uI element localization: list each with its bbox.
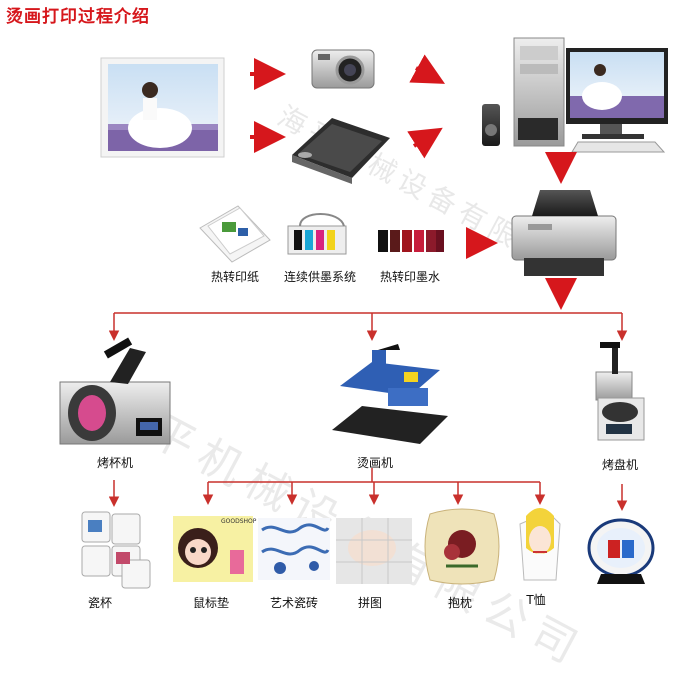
plate-press-icon	[595, 342, 645, 441]
label-tshirt: T恤	[526, 593, 546, 607]
flow-arrows	[250, 54, 577, 310]
tshirt-icon	[519, 508, 561, 581]
mug-press-icon	[59, 337, 171, 445]
computer-icon	[482, 37, 668, 153]
page-title: 烫画打印过程介绍	[6, 7, 150, 27]
transfer-ink-icon	[378, 230, 444, 252]
label-transfer-paper: 热转印纸	[210, 270, 259, 284]
scanner-icon	[292, 118, 390, 184]
label-pillow: 抱枕	[447, 596, 472, 610]
camera-icon	[311, 49, 375, 89]
label-mousepad: 鼠标垫	[192, 596, 229, 610]
plate-icon	[587, 518, 655, 584]
label-mug-press: 烤杯机	[96, 456, 133, 470]
label-transfer-ink: 热转印墨水	[379, 270, 440, 284]
mugs-icon	[81, 511, 151, 589]
label-puzzle: 拼图	[357, 596, 382, 610]
distribution-lines	[108, 312, 628, 511]
mousepad-brand-text: GOODSHOP	[221, 518, 257, 525]
puzzle-icon	[336, 518, 412, 584]
transfer-paper-icon	[199, 205, 271, 263]
label-art-tile: 艺术瓷砖	[269, 596, 318, 610]
label-mug: 瓷杯	[87, 596, 112, 610]
printer-icon	[511, 190, 617, 276]
label-plate-press: 烤盘机	[601, 458, 638, 472]
heat-press-icon	[332, 344, 448, 444]
label-ciss: 连续供墨系统	[283, 270, 356, 284]
source-photo	[100, 57, 225, 158]
art-tile-icon	[258, 518, 330, 580]
label-heat-press: 烫画机	[356, 456, 393, 470]
mousepad-icon	[173, 516, 253, 582]
ciss-icon	[287, 213, 347, 255]
pillow-icon	[424, 508, 500, 585]
flow-diagram: GOODSHOP	[59, 37, 668, 589]
